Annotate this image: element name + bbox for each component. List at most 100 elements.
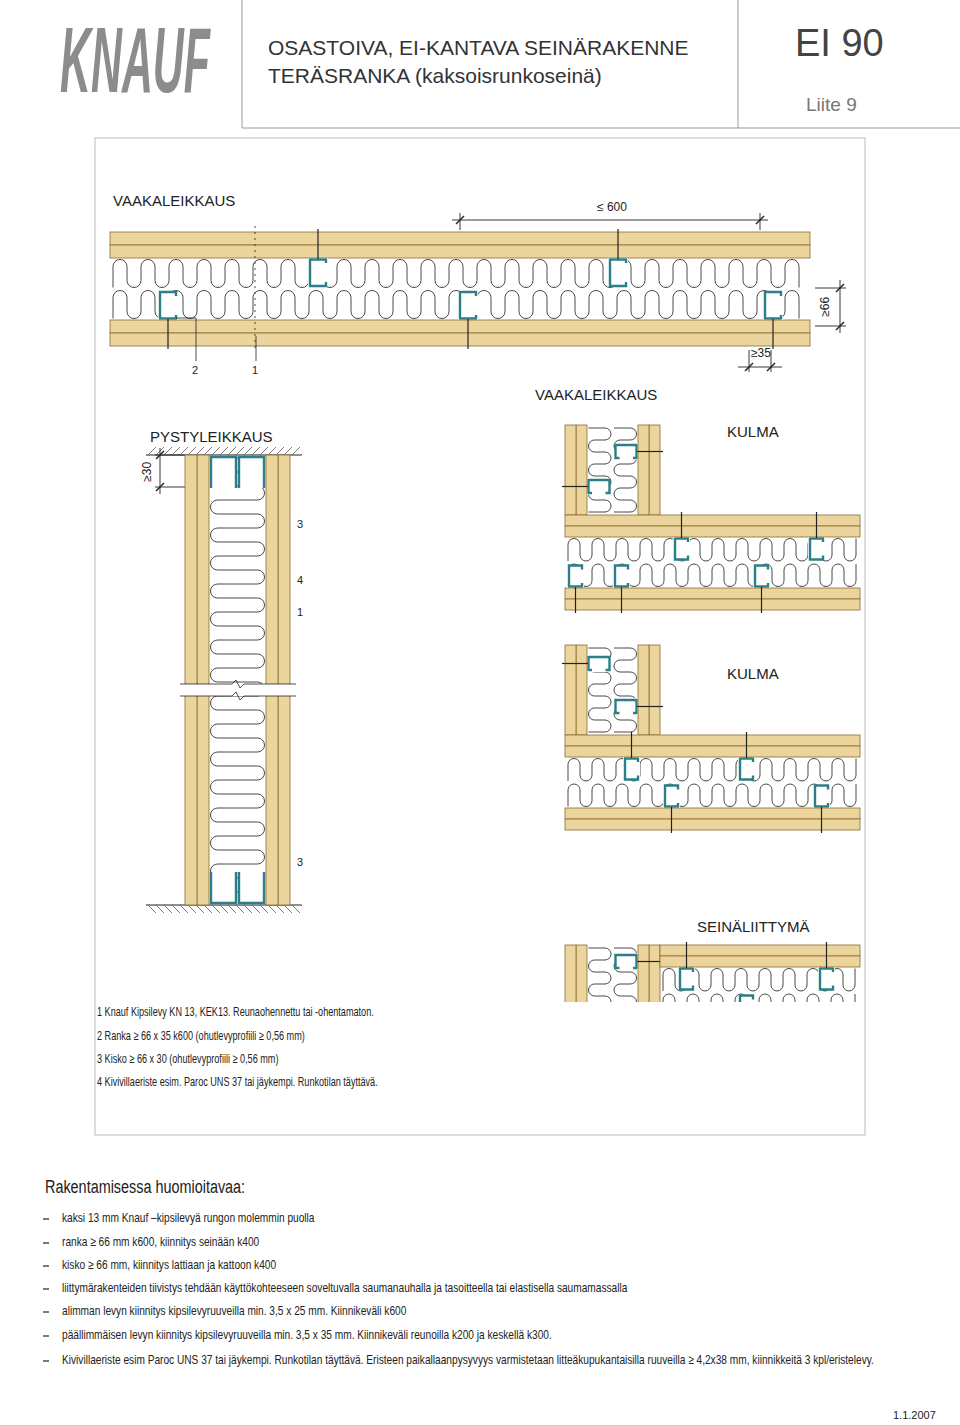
slab-hatch xyxy=(260,447,268,455)
dimension-tick xyxy=(756,216,764,224)
steel-stud xyxy=(610,260,626,287)
slab-hatch xyxy=(188,905,196,913)
stud-mask xyxy=(623,757,640,780)
steel-track xyxy=(211,872,236,903)
slab-hatch xyxy=(244,447,252,455)
bullet-dash xyxy=(43,1288,49,1289)
mineral-wool xyxy=(568,564,856,587)
section-title: PYSTYLEIKKAUS xyxy=(150,428,273,445)
screw xyxy=(761,587,762,613)
steel-stud xyxy=(310,260,326,287)
dimension-value: ≥30 xyxy=(141,462,155,482)
stud-mask xyxy=(673,537,690,560)
screw xyxy=(167,319,168,349)
steel-stud xyxy=(625,759,638,780)
gypsum-board xyxy=(565,515,860,526)
gypsum-board xyxy=(185,455,197,905)
construction-note: päällimmäisen levyn kiinnitys kipsilevyr… xyxy=(62,1328,552,1343)
slab-hatch xyxy=(212,447,220,455)
stud-mask xyxy=(738,757,755,780)
slab-hatch xyxy=(164,905,172,913)
gypsum-board xyxy=(565,526,860,537)
bullet-dash xyxy=(43,1335,49,1336)
gypsum-board xyxy=(110,320,810,333)
sheet-title: TERÄSRANKA (kaksoisrunkoseinä) xyxy=(268,64,602,88)
steel-stud xyxy=(589,480,610,493)
break-gap xyxy=(178,684,298,696)
gypsum-board xyxy=(576,945,587,1002)
construction-note: alimman levyn kiinnitys kipsilevyruuveil… xyxy=(62,1304,406,1319)
gypsum-board xyxy=(565,819,860,830)
bullet-dash xyxy=(43,1360,49,1361)
extension-line xyxy=(815,288,846,289)
steel-stud xyxy=(740,996,753,1003)
dimension-tick xyxy=(767,363,775,371)
slab-hatch xyxy=(180,447,188,455)
screw xyxy=(637,451,663,452)
slab-hatch xyxy=(172,905,180,913)
gypsum-board xyxy=(110,232,810,245)
screw xyxy=(681,512,682,538)
mineral-wool xyxy=(568,759,856,782)
slab-hatch xyxy=(188,447,196,455)
extension-line xyxy=(760,213,761,230)
gypsum-board xyxy=(565,599,860,610)
stud-mask xyxy=(567,566,584,589)
screw xyxy=(575,587,576,613)
leader-line xyxy=(176,318,196,361)
screw xyxy=(617,229,618,259)
notes-heading: Rakentamisessa huomioitavaa: xyxy=(45,1177,245,1198)
construction-note: Kivivillaeriste esim Paroc UNS 37 tai jä… xyxy=(62,1353,874,1368)
screw xyxy=(317,229,318,259)
steel-stud xyxy=(740,759,753,780)
wall-section xyxy=(110,229,810,349)
steel-track xyxy=(211,457,236,488)
gypsum-board xyxy=(565,588,860,599)
steel-stud xyxy=(680,969,693,990)
slab-hatch xyxy=(260,905,268,913)
extension-line xyxy=(460,213,461,230)
slab-hatch xyxy=(196,447,204,455)
steel-stud xyxy=(589,657,610,670)
gypsum-board xyxy=(197,455,209,905)
stud-mask xyxy=(613,566,630,589)
mineral-wool xyxy=(614,428,637,512)
gypsum-board xyxy=(278,455,290,905)
stud-mask xyxy=(616,443,639,460)
construction-note: kisko ≥ 66 mm, kiinnitys lattiaan ja kat… xyxy=(62,1258,276,1273)
steel-stud xyxy=(616,955,637,968)
gypsum-board xyxy=(110,333,810,346)
callout-number: 2 xyxy=(192,364,198,377)
dimension-tick xyxy=(456,216,464,224)
steel-stud xyxy=(616,700,637,713)
screw xyxy=(562,486,588,487)
header-rule xyxy=(738,0,739,128)
steel-stud xyxy=(160,292,176,319)
slab-hatch xyxy=(268,447,276,455)
screw xyxy=(621,587,622,613)
wall-section xyxy=(562,425,663,515)
stud-mask xyxy=(587,655,610,672)
mineral-wool xyxy=(614,648,637,732)
slab-hatch xyxy=(244,905,252,913)
callout-number: 3 xyxy=(297,856,303,869)
steel-stud xyxy=(755,566,768,587)
mineral-wool xyxy=(113,260,799,288)
slab-hatch xyxy=(236,905,244,913)
gypsum-board xyxy=(649,645,660,735)
callout-number: 4 xyxy=(297,574,303,587)
date-stamp: 1.1.2007 xyxy=(893,1409,936,1422)
stud-mask xyxy=(753,566,770,589)
dimension-line xyxy=(452,220,768,221)
gypsum-board xyxy=(266,455,278,905)
header-rule xyxy=(242,0,243,128)
slab-hatch xyxy=(148,905,156,913)
gypsum-board xyxy=(638,425,649,515)
slab-hatch xyxy=(276,447,284,455)
callout-number: 1 xyxy=(252,364,258,377)
screw xyxy=(562,663,588,664)
dimension-value: ≥35 xyxy=(751,347,771,361)
gypsum-board xyxy=(660,945,860,956)
dimension-value: ≤ 600 xyxy=(597,201,627,215)
